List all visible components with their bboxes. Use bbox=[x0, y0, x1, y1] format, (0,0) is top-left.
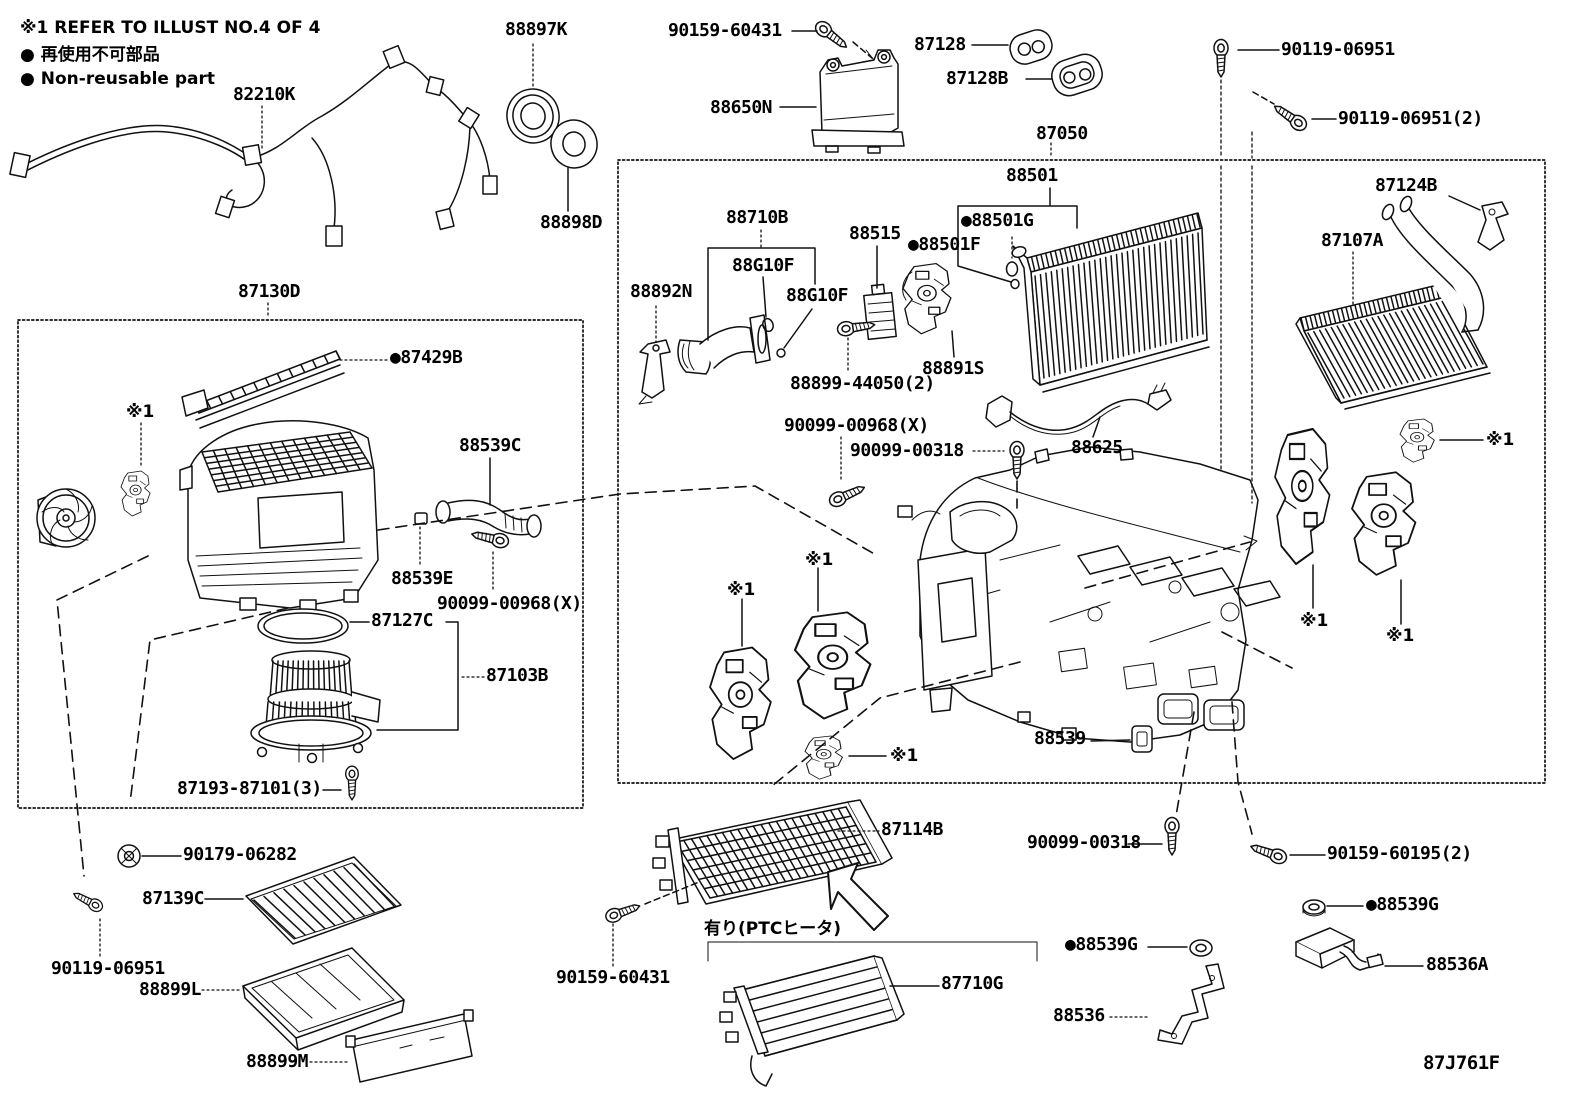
part-88501[interactable]: 88501 bbox=[1006, 165, 1058, 186]
oring-88501g-drawing bbox=[1005, 261, 1019, 277]
part-88625[interactable]: 88625 bbox=[1071, 437, 1123, 458]
part-87114B[interactable]: 87114B bbox=[881, 819, 944, 840]
assembly-dash-lines bbox=[56, 41, 1293, 905]
mark-c1: ※1 bbox=[805, 550, 834, 570]
part-88897K[interactable]: 88897K bbox=[505, 19, 568, 40]
part-88539G-r[interactable]: ●88539G bbox=[1366, 894, 1439, 915]
part-87429B[interactable]: ●87429B bbox=[390, 347, 463, 368]
ptc-heater-87114b-drawing bbox=[652, 799, 893, 905]
note-ptc: 有り(PTCヒータ) bbox=[704, 919, 842, 939]
part-88539G-l[interactable]: ●88539G bbox=[1065, 934, 1138, 955]
clip-88539-drawing bbox=[1131, 725, 1153, 753]
filter-87139c-drawing bbox=[245, 856, 402, 945]
part-88892N[interactable]: 88892N bbox=[630, 281, 693, 302]
part-88899M[interactable]: 88899M bbox=[246, 1051, 309, 1072]
seal-88897k-drawing bbox=[506, 88, 560, 144]
part-87710G[interactable]: 87710G bbox=[941, 973, 1004, 994]
part-90159-60431-b[interactable]: 90159-60431 bbox=[556, 967, 670, 988]
heater-pipes-87124b-drawing bbox=[1381, 195, 1509, 333]
part-90099-00968-l[interactable]: 90099-00968(X) bbox=[437, 593, 582, 614]
part-90159-60431-top[interactable]: 90159-60431 bbox=[668, 20, 782, 41]
part-88536A[interactable]: 88536A bbox=[1426, 954, 1489, 975]
evaporator-88501-drawing bbox=[1011, 212, 1210, 393]
hose-88539c-drawing bbox=[435, 499, 542, 538]
part-87103B[interactable]: 87103B bbox=[486, 665, 549, 686]
oring-88g10f-2-drawing bbox=[776, 348, 786, 358]
part-88539C[interactable]: 88539C bbox=[459, 435, 522, 456]
damper-88899m-drawing bbox=[345, 1009, 474, 1083]
wiring-harness-82210k-drawing bbox=[9, 44, 498, 247]
part-88515[interactable]: 88515 bbox=[849, 223, 901, 244]
part-88G10F-1[interactable]: 88G10F bbox=[732, 255, 795, 276]
part-90119-06951-bl[interactable]: 90119-06951 bbox=[51, 958, 165, 979]
part-87124B[interactable]: 87124B bbox=[1375, 175, 1438, 196]
part-90099-00968-ctr[interactable]: 90099-00968(X) bbox=[784, 415, 929, 436]
part-87128[interactable]: 87128 bbox=[914, 34, 966, 55]
part-87193-87101[interactable]: 87193-87101(3) bbox=[177, 778, 322, 799]
amplifier-88650n-drawing bbox=[811, 49, 905, 154]
install-arrow bbox=[827, 862, 889, 931]
part-90119-06951-tr[interactable]: 90119-06951 bbox=[1281, 39, 1395, 60]
part-88536[interactable]: 88536 bbox=[1053, 1005, 1105, 1026]
sub-assembly-box-87130d bbox=[17, 319, 584, 809]
bracket-88536a-drawing bbox=[1295, 927, 1384, 971]
part-90179-06282[interactable]: 90179-06282 bbox=[183, 844, 297, 865]
part-82210K[interactable]: 82210K bbox=[233, 84, 296, 105]
grommet-90179-06282-drawing bbox=[117, 844, 141, 868]
mark-c3: ※1 bbox=[890, 746, 919, 766]
thermistor-wire-88625-drawing bbox=[985, 382, 1172, 435]
part-88710B[interactable]: 88710B bbox=[726, 207, 789, 228]
part-88501F[interactable]: ●88501F bbox=[908, 234, 981, 255]
blower-fan-drawing bbox=[36, 488, 96, 548]
grommet-87128-drawing bbox=[1009, 29, 1053, 65]
part-88899L[interactable]: 88899L bbox=[139, 979, 202, 1000]
leader-lines bbox=[99, 30, 1484, 1063]
part-88501G[interactable]: ●88501G bbox=[961, 210, 1034, 231]
blower-case-drawing bbox=[179, 420, 379, 613]
filter-case-88899l-drawing bbox=[242, 947, 405, 1051]
diagram-code: 87J761F bbox=[1423, 1052, 1500, 1074]
part-87128B[interactable]: 87128B bbox=[946, 68, 1009, 89]
part-88539[interactable]: 88539 bbox=[1034, 728, 1086, 749]
part-88898D[interactable]: 88898D bbox=[540, 212, 603, 233]
part-88891S[interactable]: 88891S bbox=[922, 358, 985, 379]
mark-c2: ※1 bbox=[727, 580, 756, 600]
blower-motor-87103b-drawing bbox=[250, 608, 381, 764]
part-88899-44050[interactable]: 88899-44050(2) bbox=[790, 373, 935, 394]
bracket-88536-drawing bbox=[1157, 963, 1225, 1045]
note-ref: ※1 REFER TO ILLUST NO.4 OF 4 bbox=[20, 18, 321, 38]
part-87139C[interactable]: 87139C bbox=[142, 888, 205, 909]
part-88539E[interactable]: 88539E bbox=[391, 568, 454, 589]
part-90119-06951-2[interactable]: 90119-06951(2) bbox=[1338, 108, 1483, 129]
cooling-unit-seal-87429b-drawing bbox=[181, 350, 345, 429]
part-90099-00318-br[interactable]: 90099-00318 bbox=[1027, 832, 1141, 853]
mark-r2: ※1 bbox=[1300, 611, 1329, 631]
bracket-88892n-drawing bbox=[638, 339, 671, 405]
part-87107A[interactable]: 87107A bbox=[1321, 230, 1384, 251]
part-87130D[interactable]: 87130D bbox=[238, 281, 301, 302]
hvac-unit-drawing bbox=[897, 446, 1281, 743]
mark-lbox: ※1 bbox=[126, 402, 155, 422]
servo-88891s-drawing bbox=[902, 262, 952, 335]
part-88G10F-2[interactable]: 88G10F bbox=[786, 285, 849, 306]
ptc-heater-87710g-drawing bbox=[719, 955, 905, 1087]
duct-elbow-88710b-drawing bbox=[677, 314, 771, 375]
part-90099-00318-ctr[interactable]: 90099-00318 bbox=[850, 440, 964, 461]
part-88650N[interactable]: 88650N bbox=[710, 97, 773, 118]
mark-r3: ※1 bbox=[1386, 626, 1415, 646]
part-87050[interactable]: 87050 bbox=[1036, 123, 1088, 144]
part-87127C[interactable]: 87127C bbox=[371, 610, 434, 631]
note-jp: ● 再使用不可部品 bbox=[20, 45, 160, 65]
grommet-87128b-drawing bbox=[1051, 53, 1103, 97]
note-en: ● Non-reusable part bbox=[20, 69, 216, 89]
seal-88898d-drawing bbox=[550, 119, 598, 169]
oring-88g10f-1-drawing bbox=[762, 317, 774, 333]
part-90159-60195[interactable]: 90159-60195(2) bbox=[1327, 843, 1472, 864]
main-assembly-box-87050 bbox=[617, 159, 1546, 784]
mark-r1: ※1 bbox=[1486, 430, 1515, 450]
oring-88501f-drawing bbox=[1010, 278, 1020, 290]
